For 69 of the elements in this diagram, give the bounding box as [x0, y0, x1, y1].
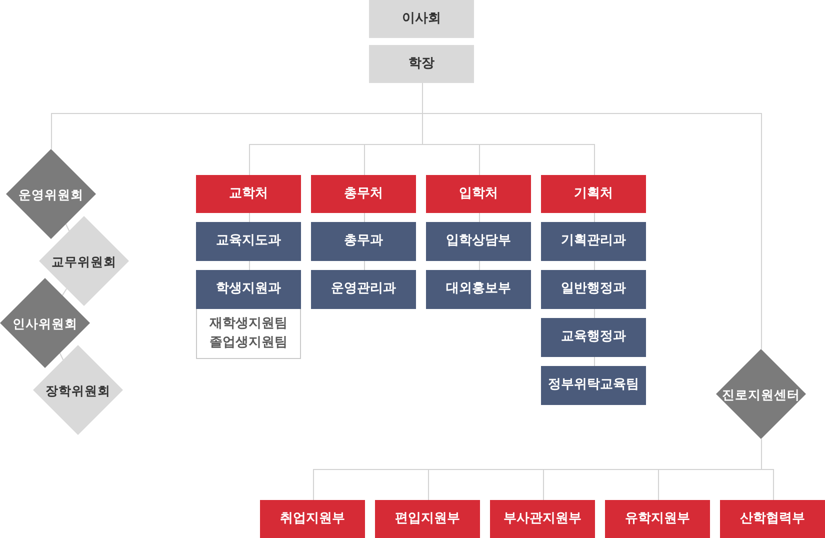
box-label: 졸업생지원팀	[210, 334, 288, 352]
department-box	[541, 318, 646, 357]
diamond-label: 진로지원센터	[722, 386, 800, 402]
box-label: 대외홍보부	[446, 281, 511, 298]
committee-diamond	[6, 149, 96, 239]
department-box	[426, 222, 531, 261]
box-label: 학장	[408, 56, 434, 72]
committee-diamond	[33, 345, 123, 435]
box-label: 기획처	[574, 186, 613, 202]
department-box	[311, 222, 416, 261]
connector-line	[65, 224, 70, 232]
division-box	[311, 175, 416, 213]
office-box	[369, 45, 474, 83]
committee-diamond	[39, 216, 129, 306]
department-box	[426, 270, 531, 309]
department-box	[541, 270, 646, 309]
box-label: 총무처	[344, 186, 383, 202]
team-box	[196, 309, 301, 359]
connector-line	[59, 352, 64, 360]
department-box	[541, 366, 646, 405]
diamond-label: 교무위원회	[52, 254, 116, 268]
connector-line	[249, 260, 250, 270]
box-label: 총무과	[344, 233, 383, 250]
box-label: 운영관리과	[331, 281, 396, 298]
department-box	[196, 270, 301, 309]
office-box	[369, 0, 474, 38]
connector-line	[479, 212, 480, 222]
box-label: 입학처	[459, 186, 498, 202]
division-box	[260, 500, 365, 538]
division-box	[196, 175, 301, 213]
center-diamond	[716, 349, 806, 439]
box-label: 교육행정과	[561, 329, 626, 346]
division-box	[375, 500, 480, 538]
box-label: 이사회	[402, 10, 441, 28]
box-label: 부사관지원부	[504, 510, 582, 528]
box-label: 일반행정과	[561, 281, 626, 298]
box-label: 재학생지원팀	[210, 314, 288, 333]
box-label: 기획관리과	[561, 233, 626, 250]
division-box	[490, 500, 595, 538]
division-box	[541, 175, 646, 213]
diamond-label: 인사위원회	[12, 316, 78, 330]
connector-line	[594, 260, 595, 270]
department-box	[196, 222, 301, 261]
committee-diamond	[0, 278, 90, 368]
box-label: 편입지원부	[395, 510, 460, 528]
box-label: 교학처	[229, 186, 268, 202]
division-box	[426, 175, 531, 213]
department-box	[311, 270, 416, 309]
box-label: 산학협력부	[740, 510, 805, 528]
connector-line	[594, 212, 595, 222]
connector-line	[594, 356, 595, 366]
box-label: 교육지도과	[216, 233, 281, 250]
connector-line	[249, 212, 250, 222]
box-label: 정부위탁교육팀	[548, 377, 639, 394]
connector-line	[761, 438, 774, 500]
connector-line	[62, 288, 68, 296]
connector-line	[479, 260, 480, 270]
box-label: 유학지원부	[625, 510, 690, 528]
box-label: 입학상담부	[446, 233, 511, 250]
box-label: 학생지원과	[216, 281, 281, 298]
division-box	[605, 500, 710, 538]
division-box	[720, 500, 825, 538]
connector-line	[364, 260, 365, 270]
box-label: 취업지원부	[280, 510, 345, 528]
diamond-label: 운영위원회	[18, 186, 84, 202]
connector-line	[364, 212, 365, 222]
connector-line	[594, 308, 595, 318]
diamond-label: 장학위원회	[46, 382, 110, 398]
department-box	[541, 222, 646, 261]
